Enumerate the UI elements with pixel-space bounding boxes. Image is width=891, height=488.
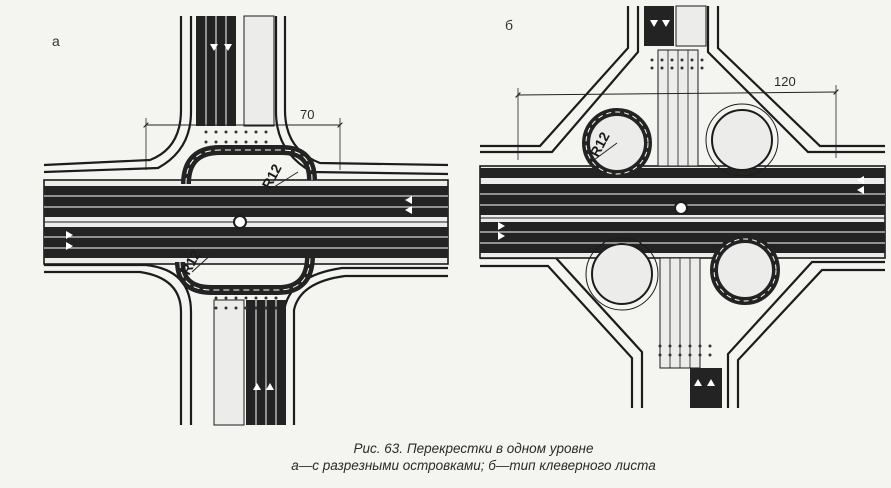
- crosswalk-dots-b: [650, 58, 712, 357]
- panel-label-b: б: [505, 17, 513, 33]
- cloverleaf-loop-se: [710, 235, 780, 305]
- lane-arrows-a: [66, 44, 412, 390]
- dimension-line-a: 70: [143, 107, 343, 170]
- lane-arrows-b: [498, 20, 864, 386]
- figure-caption-legend: а—с разрезными островками; б—тип клеверн…: [291, 458, 656, 473]
- centre-marker-a: [233, 215, 247, 229]
- dimension-line-b: 120: [515, 74, 839, 160]
- centre-marker-b: [674, 201, 688, 215]
- intersection-b: б: [479, 5, 886, 408]
- cloverleaf-loop-ne: [705, 103, 779, 177]
- cross-road-a: [196, 15, 286, 426]
- cloverleaf-loop-sw: [585, 237, 659, 311]
- crosswalk-dots-a: [204, 130, 278, 310]
- split-island-top-a: [181, 145, 317, 185]
- intersection-a: а: [43, 15, 449, 426]
- dimension-label-a: 70: [300, 107, 314, 122]
- figure-caption-title: Рис. 63. Перекрестки в одном уровне: [353, 441, 594, 456]
- split-island-bottom-a: [175, 255, 315, 295]
- panel-label-a: а: [52, 33, 60, 49]
- dimension-label-b: 120: [774, 74, 796, 89]
